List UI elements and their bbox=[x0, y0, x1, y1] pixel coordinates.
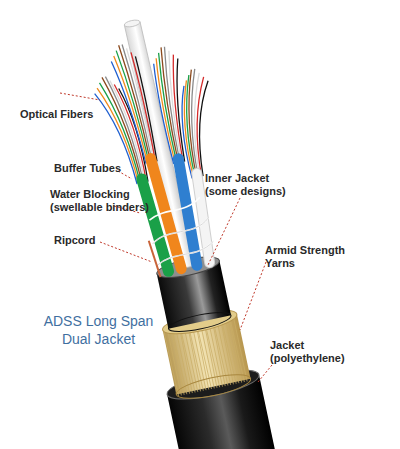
optical-fiber bbox=[184, 81, 227, 176]
leader-line bbox=[258, 365, 272, 382]
ripcord bbox=[149, 240, 161, 278]
optical-fiber bbox=[152, 58, 178, 163]
leader-line bbox=[100, 242, 152, 262]
part-label: Water Blocking (swellable binders) bbox=[50, 188, 170, 214]
part-label: Armid Strength Yarns bbox=[265, 244, 360, 270]
part-label: Ripcord bbox=[54, 234, 96, 247]
yarn-strand bbox=[164, 331, 179, 396]
leader-line bbox=[208, 198, 240, 265]
water-blocking-binders bbox=[145, 196, 216, 265]
leader-line bbox=[60, 93, 100, 100]
yarn-strand bbox=[189, 326, 204, 391]
yarn-strand bbox=[233, 317, 247, 382]
part-label: Jacket (polyethylene) bbox=[270, 339, 365, 365]
water-blocking-binder-shade bbox=[150, 218, 216, 266]
part-label: Inner Jacket (some designs) bbox=[205, 172, 300, 198]
optical-fiber bbox=[127, 48, 155, 163]
yarn-strand bbox=[230, 317, 245, 382]
central-member-end bbox=[124, 19, 141, 28]
inner-jacket-edge bbox=[167, 308, 233, 335]
part-label: Buffer Tubes bbox=[54, 162, 121, 175]
diagram-title: ADSS Long Span Dual Jacket bbox=[36, 312, 161, 348]
cable-body bbox=[81, 8, 293, 449]
yarn-strand bbox=[221, 319, 236, 384]
aramid-yarn-edge bbox=[174, 370, 252, 403]
optical-fiber bbox=[131, 52, 156, 162]
leader-line bbox=[240, 262, 266, 330]
part-label: Optical Fibers bbox=[20, 108, 93, 121]
optical-fiber bbox=[181, 77, 223, 177]
yarn-strand bbox=[172, 330, 187, 395]
